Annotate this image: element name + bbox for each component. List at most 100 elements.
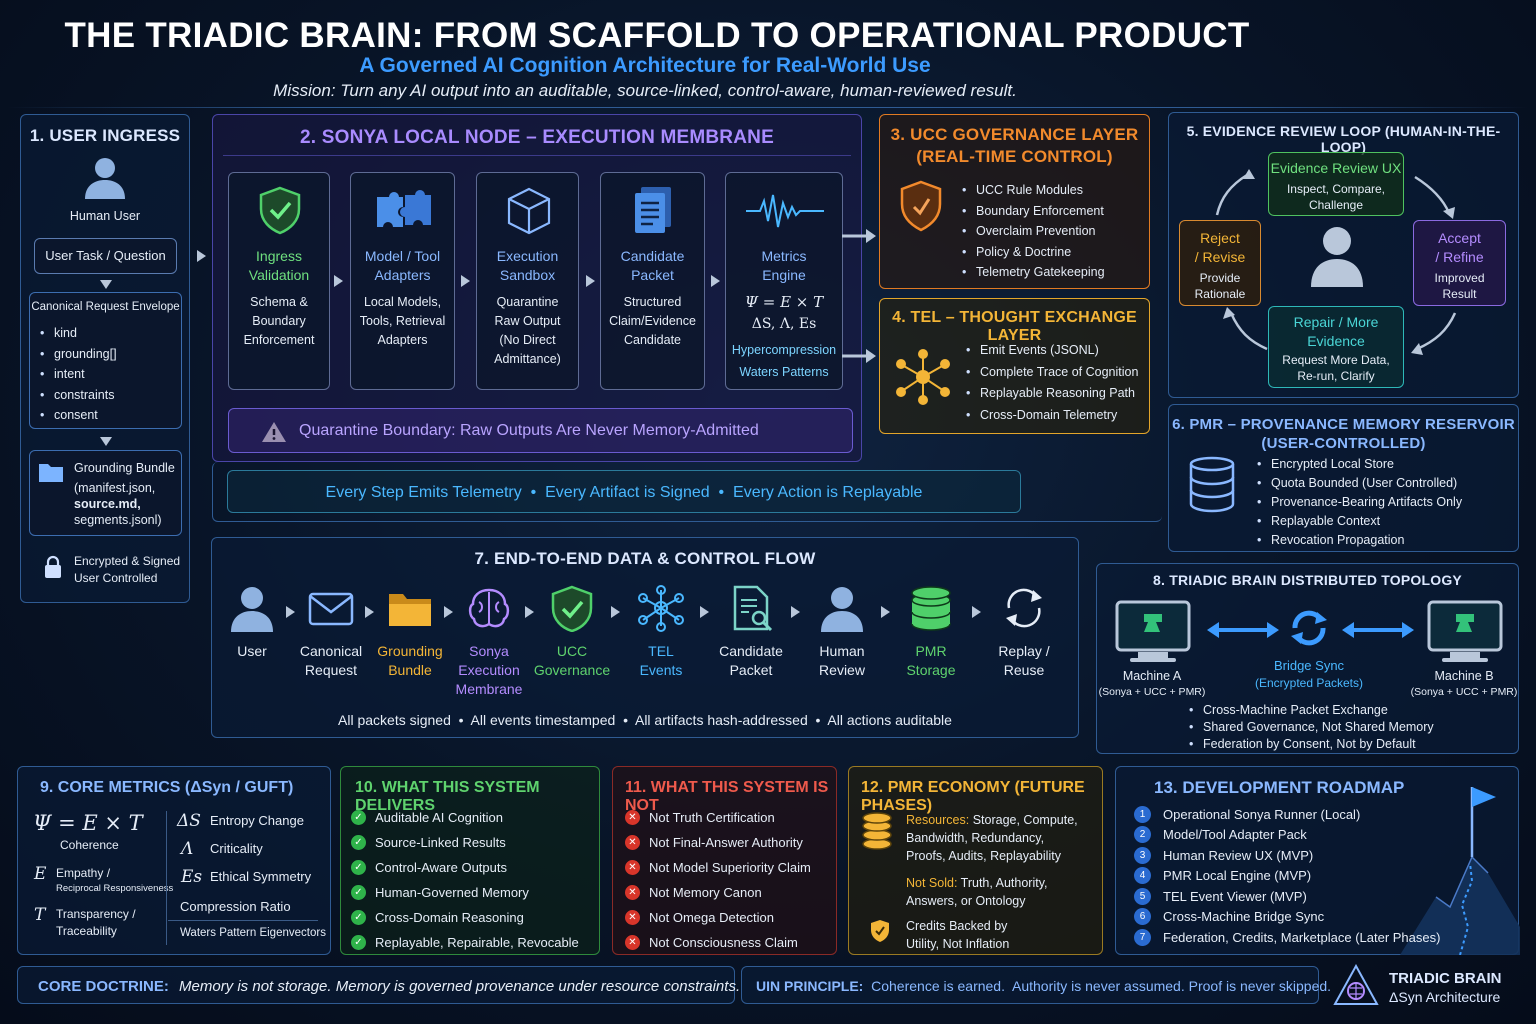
flow-step-label: UCC Governance bbox=[533, 643, 611, 678]
delivers-panel: 10. WHAT THIS SYSTEM DELIVERS ✓Auditable… bbox=[340, 766, 600, 955]
ucc-governance-panel: 3. UCC GOVERNANCE LAYER (REAL-TIME CONTR… bbox=[879, 114, 1150, 289]
x-icon: ✕ bbox=[625, 810, 640, 825]
flow-step-label: TEL Events bbox=[639, 643, 683, 678]
is-not-item-label: Not Model Superiority Claim bbox=[649, 860, 811, 875]
database-icon bbox=[1189, 456, 1235, 513]
tel-item: Replayable Reasoning Path bbox=[964, 383, 1138, 405]
review-title: 5. EVIDENCE REVIEW LOOP (HUMAN-IN-THE-LO… bbox=[1186, 123, 1501, 155]
flow-step-label: Human Review bbox=[819, 643, 865, 678]
page-subtitle: A Governed AI Cognition Architecture for… bbox=[359, 54, 931, 77]
pmr-item: Replayable Context bbox=[1255, 512, 1462, 531]
is-not-item: ✕Not Final-Answer Authority bbox=[625, 830, 811, 855]
roadmap-item-label: TEL Event Viewer (MVP) bbox=[1163, 888, 1307, 904]
topology-item: Shared Governance, Not Shared Memory bbox=[1187, 719, 1434, 736]
delivers-item-label: Source-Linked Results bbox=[375, 835, 506, 850]
step-number: 3 bbox=[1134, 846, 1151, 864]
delivers-item-label: Replayable, Repairable, Revocable bbox=[375, 935, 579, 950]
database-icon bbox=[911, 586, 951, 631]
sync-icon bbox=[1291, 610, 1327, 646]
brand-sub: ΔSyn Architecture bbox=[1389, 989, 1501, 1005]
envelope-field: kind bbox=[38, 323, 117, 344]
economy-title: 12. PMR ECONOMY (FUTURE PHASES) bbox=[861, 779, 1085, 814]
metrics-extra: Waters Patterns bbox=[739, 365, 829, 379]
not-sold-line: Answers, or Ontology bbox=[906, 894, 1026, 908]
uin-principle-bar: UIN PRINCIPLE: Coherence is earned. Auth… bbox=[741, 966, 1331, 1004]
envelope-field: intent bbox=[38, 364, 117, 385]
tel-item: Complete Trace of Cognition bbox=[964, 362, 1138, 384]
credits-line: Utility, Not Inflation bbox=[906, 937, 1010, 951]
delivers-item-label: Cross-Domain Reasoning bbox=[375, 910, 524, 925]
stage-metrics-engine: Metrics Engine Ψ = E × T ΔS, Λ, Es Hyper… bbox=[725, 172, 843, 390]
arrow-right-icon bbox=[364, 606, 374, 618]
shield-check-icon bbox=[551, 585, 593, 632]
waveform-icon bbox=[746, 194, 824, 228]
stage-model-tool-adapters: Model / Tool Adapters Local Models, Tool… bbox=[350, 172, 455, 390]
envelope-field: constraints bbox=[38, 385, 117, 406]
grounding-bundle-line: source.md, bbox=[74, 497, 141, 511]
x-icon: ✕ bbox=[625, 935, 640, 950]
quarantine-boundary-box: Quarantine Boundary: Raw Outputs Are Nev… bbox=[228, 408, 853, 453]
telemetry-banner bbox=[212, 462, 1162, 522]
arrow-right-icon bbox=[285, 606, 295, 618]
pmr-subtitle: (USER-CONTROLLED) bbox=[1261, 435, 1426, 452]
flow-step-label: Replay / Reuse bbox=[998, 643, 1050, 678]
grounding-bundle-line: (manifest.json, bbox=[74, 481, 156, 495]
delivers-item: ✓ Control-Aware Outputs bbox=[351, 855, 579, 880]
ucc-item: Overclaim Prevention bbox=[960, 221, 1105, 242]
delivers-item-label: Control-Aware Outputs bbox=[375, 860, 507, 875]
document-search-icon bbox=[733, 585, 773, 632]
arrow-right-icon bbox=[842, 349, 876, 363]
lambda-symbol: Λ bbox=[181, 839, 194, 859]
stage-title: Ingress Validation bbox=[248, 248, 310, 283]
resources-line: Proofs, Audits, Replayability bbox=[906, 849, 1061, 863]
machine-a-sub: (Sonya + UCC + PMR) bbox=[1098, 686, 1206, 698]
bidirectional-arrow-icon bbox=[1342, 622, 1414, 638]
doctrine-text: Memory is not storage. Memory is governe… bbox=[179, 978, 741, 995]
accept-title: Accept / Refine bbox=[1435, 230, 1484, 265]
network-icon bbox=[638, 585, 684, 632]
human-user-icon bbox=[85, 158, 125, 199]
resources-line: Resources: Storage, Compute, bbox=[906, 813, 1078, 827]
pmr-item: Provenance-Bearing Artifacts Only bbox=[1255, 493, 1462, 512]
step-number: 4 bbox=[1134, 867, 1151, 885]
check-icon: ✓ bbox=[351, 860, 366, 875]
x-icon: ✕ bbox=[625, 860, 640, 875]
reject-revise-box: Reject / Revise Provide Rationale bbox=[1179, 220, 1261, 306]
tel-item: Emit Events (JSONL) bbox=[964, 340, 1138, 362]
header-divider bbox=[8, 107, 1528, 108]
arrow-right-icon bbox=[790, 606, 800, 618]
es-symbol: Es bbox=[181, 867, 203, 887]
not-sold-text: Truth, Authority, bbox=[957, 876, 1048, 890]
roadmap-title: 13. DEVELOPMENT ROADMAP bbox=[1154, 778, 1405, 797]
e-label: Empathy / bbox=[56, 866, 111, 880]
ucc-item: Policy & Doctrine bbox=[960, 242, 1105, 263]
check-icon: ✓ bbox=[351, 910, 366, 925]
metrics-sub-divider bbox=[168, 920, 318, 921]
stage-title: Metrics Engine bbox=[761, 248, 807, 283]
not-sold-line: Not Sold: Truth, Authority, bbox=[906, 876, 1048, 890]
request-envelope-box: Canonical Request Envelope kind groundin… bbox=[29, 292, 182, 429]
tel-panel: 4. TEL – THOUGHT EXCHANGE LAYER Emit Eve… bbox=[879, 298, 1150, 434]
document-icon bbox=[635, 187, 671, 233]
delivers-item-label: Auditable AI Cognition bbox=[375, 810, 503, 825]
is-not-list: ✕Not Truth Certification ✕Not Final-Answ… bbox=[625, 805, 811, 955]
envelope-field: consent bbox=[38, 405, 117, 426]
x-icon: ✕ bbox=[625, 835, 640, 850]
check-icon: ✓ bbox=[351, 835, 366, 850]
e-label: Reciprocal Responsiveness bbox=[56, 883, 174, 894]
arrow-right-icon bbox=[880, 606, 890, 618]
stage-desc: Local Models, Tools, Retrieval Adapters bbox=[359, 295, 446, 347]
topology-item: Cross-Machine Packet Exchange bbox=[1187, 702, 1434, 719]
stage-title: Execution Sandbox bbox=[496, 248, 559, 283]
roadmap-item-label: Cross-Machine Bridge Sync bbox=[1163, 909, 1325, 925]
topology-item: Federation by Consent, Not by Default bbox=[1187, 736, 1434, 753]
sonya-outer-panel: 2. SONYA LOCAL NODE – EXECUTION MEMBRANE… bbox=[212, 114, 862, 462]
reviewer-icon bbox=[1311, 227, 1363, 287]
is-not-item: ✕ Not Model Superiority Claim bbox=[625, 855, 811, 880]
is-not-item: ✕Not Memory Canon bbox=[625, 880, 811, 905]
review-ux-title: Evidence Review UX bbox=[1270, 160, 1402, 176]
compression-label: Compression Ratio bbox=[180, 899, 291, 914]
